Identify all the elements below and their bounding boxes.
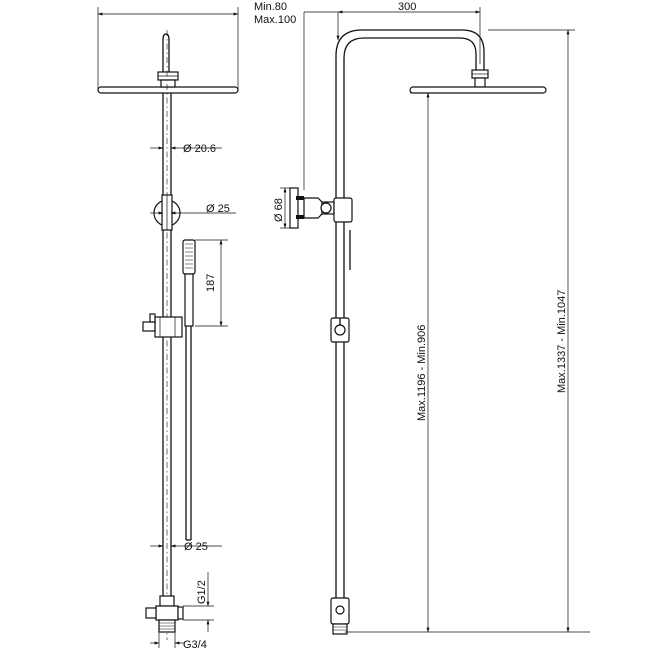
front-shower-head xyxy=(97,86,239,94)
connection-top-label: G1/2 xyxy=(196,580,208,604)
side-wall-bracket xyxy=(289,187,299,229)
pipe-diameter-label: Ø 20.6 xyxy=(183,143,216,155)
front-arm-top xyxy=(162,33,170,72)
holder-diameter-label: Ø 25 xyxy=(206,203,230,215)
riser-diameter-label: Ø 25 xyxy=(184,541,208,553)
side-view: Min.80 Max.100 300 Ø xyxy=(254,1,590,635)
offset-min-label: Min.80 xyxy=(254,1,287,13)
front-view: Ø 20.6 Ø 25 187 xyxy=(97,7,239,651)
offset-max-label: Max.100 xyxy=(254,14,296,26)
side-shower-head xyxy=(409,86,547,94)
hand-shower xyxy=(182,239,196,275)
connection-bottom-label: G3/4 xyxy=(183,639,207,651)
height-outer-label: Max.1337 - Min.1047 xyxy=(556,290,568,393)
front-bottom-connection xyxy=(155,605,179,621)
side-shower-arm xyxy=(335,29,485,200)
arm-length-label: 300 xyxy=(398,1,416,13)
front-slide-holder xyxy=(154,316,183,338)
height-inner-label: Max.1196 - Min.906 xyxy=(416,325,428,421)
hand-shower-length-label: 187 xyxy=(205,274,217,292)
bracket-diameter-label: Ø 68 xyxy=(273,198,285,222)
